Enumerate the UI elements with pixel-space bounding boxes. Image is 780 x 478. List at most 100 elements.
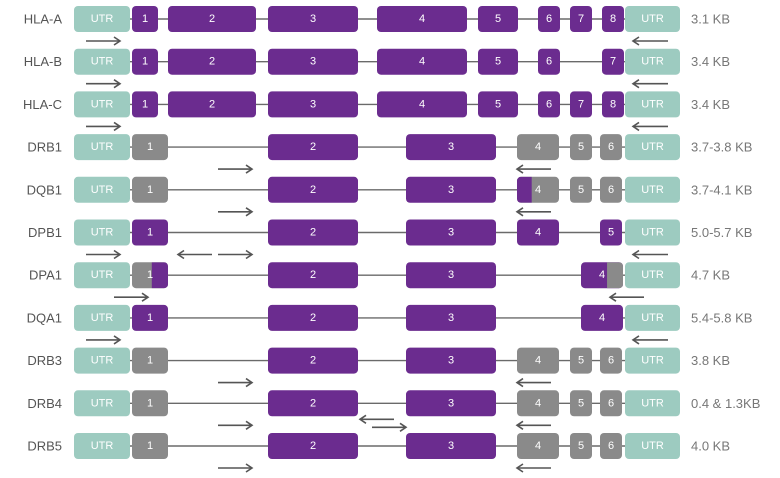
exon-number: 1 (142, 13, 148, 25)
exon-number: 1 (147, 227, 153, 239)
gene-size: 0.4 & 1.3KB (691, 396, 760, 411)
exon-number: 5 (495, 13, 501, 25)
gene-size: 3.1 KB (691, 12, 730, 27)
exon-5: 5 (570, 390, 592, 417)
exon-2: 2 (168, 6, 256, 32)
exon-box (268, 91, 358, 118)
exon-3: 3 (406, 390, 496, 417)
exon-box (132, 176, 168, 203)
exon-number: 3 (448, 227, 454, 239)
gene-name: DPA1 (29, 268, 62, 283)
exon-box (538, 6, 560, 32)
exon-box (268, 219, 358, 246)
utr-label: UTR (91, 141, 114, 153)
utr-label: UTR (91, 355, 114, 367)
exon-number: 5 (578, 397, 584, 409)
exon-number: 3 (310, 13, 316, 25)
exon-3: 3 (406, 347, 496, 374)
exon-box (406, 176, 496, 203)
exon-number: 1 (147, 269, 153, 281)
exon-box (268, 262, 358, 289)
exon-number: 2 (209, 56, 215, 68)
utr-5-prime-box (74, 433, 130, 459)
exon-1: 1 (132, 91, 158, 118)
exon-box (517, 347, 559, 374)
gene-name: DPB1 (28, 225, 62, 240)
utr-5-prime-box (74, 134, 130, 161)
exon-box (268, 176, 358, 203)
exon-8: 8 (602, 91, 624, 118)
utr-label: UTR (641, 269, 664, 281)
exon-number: 1 (147, 440, 153, 452)
exon-4: 4 (517, 134, 559, 161)
gene-name: HLA-C (23, 97, 62, 112)
gene-size: 3.4 KB (691, 97, 730, 112)
exon-box (478, 91, 518, 118)
noncoding-part (607, 262, 623, 289)
exon-5: 5 (600, 219, 622, 246)
exon-1: 1 (132, 347, 168, 374)
exon-4: 4 (517, 390, 559, 417)
utr-3-prime-box (625, 134, 680, 161)
exon-box (268, 6, 358, 32)
exon-2: 2 (268, 219, 358, 246)
exon-box (570, 176, 592, 203)
exon-number: 1 (142, 98, 148, 110)
exon-box (406, 347, 496, 374)
exon-box (377, 6, 467, 32)
utr-3-prime-box (625, 433, 680, 459)
primer-arrow-reverse (631, 335, 668, 345)
exon-number: 1 (142, 56, 148, 68)
exon-4: 4 (517, 347, 559, 374)
primer-arrow-reverse (358, 414, 394, 424)
exon-6: 6 (600, 347, 622, 374)
exon-box (538, 48, 560, 75)
exon-number: 3 (310, 98, 316, 110)
gene-name: HLA-A (24, 12, 63, 27)
primer-arrow-forward (86, 249, 122, 260)
exon-box (600, 347, 622, 374)
utr-3-prime-box (625, 219, 680, 246)
exon-7: 7 (602, 48, 624, 75)
exon-1: 1 (132, 134, 168, 161)
coding-part (517, 176, 532, 203)
exon-1: 1 (132, 433, 168, 459)
primer-arrow-forward (372, 422, 408, 432)
exon-5: 5 (570, 347, 592, 374)
exon-3: 3 (406, 219, 496, 246)
gene-size: 3.7-4.1 KB (691, 182, 752, 197)
exon-3: 3 (406, 433, 496, 459)
exon-box (168, 6, 256, 32)
exon-box (406, 262, 496, 289)
exon-5: 5 (570, 134, 592, 161)
gene-name: DRB1 (27, 140, 62, 155)
gene-size: 3.8 KB (691, 353, 730, 368)
exon-number: 1 (147, 355, 153, 367)
exon-number: 5 (578, 184, 584, 196)
exon-box (517, 219, 559, 246)
exon-4: 4 (581, 262, 623, 289)
exon-number: 7 (610, 56, 616, 68)
utr-5-prime-box (74, 390, 130, 417)
exon-5: 5 (478, 6, 518, 32)
exon-number: 4 (535, 355, 541, 367)
exon-box (132, 433, 168, 459)
exon-number: 4 (419, 13, 425, 25)
utr-label: UTR (91, 98, 114, 110)
exon-number: 4 (535, 440, 541, 452)
utr-label: UTR (91, 440, 114, 452)
exon-number: 1 (147, 184, 153, 196)
gene-size: 4.0 KB (691, 439, 730, 454)
exon-5: 5 (570, 176, 592, 203)
gene-name: HLA-B (24, 54, 62, 69)
exon-number: 3 (448, 312, 454, 324)
exon-number: 6 (546, 13, 552, 25)
exon-number: 4 (535, 227, 541, 239)
primer-arrow-forward (86, 79, 122, 89)
